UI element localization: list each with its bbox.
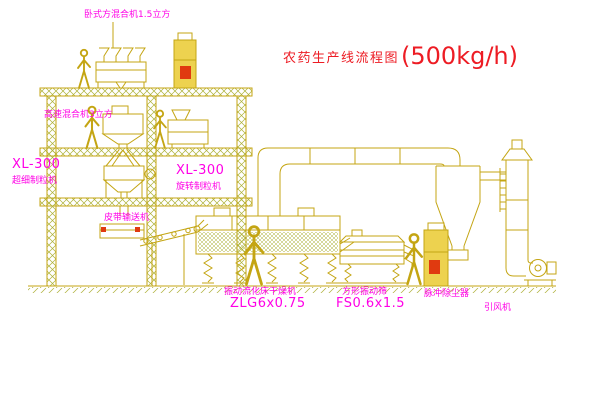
person-figure-1 xyxy=(77,48,91,89)
ground-line xyxy=(28,285,556,293)
label-granulator-left-model: XL-300 xyxy=(12,157,61,172)
bucket-elevator-2-drawing xyxy=(419,222,453,287)
label-granulator-right-name: 旋转制粒机 xyxy=(176,182,222,192)
label-square-sieve: 方形振动筛 xyxy=(342,287,388,297)
label-fluid-bed-dryer: 振动流化床干燥机 xyxy=(224,287,297,297)
granulator-right-drawing xyxy=(167,109,209,148)
label-dust-collector: 脉冲除尘器 xyxy=(424,289,470,299)
title-capacity: (500kg/h) xyxy=(401,42,518,70)
label-horizontal-mixer: 卧式方混合机1.5立方 xyxy=(84,10,171,20)
label-fluid-bed-dryer-model: ZLG6x0.75 xyxy=(230,296,306,311)
vibrating-sieve-drawing xyxy=(336,229,415,284)
label-high-speed-mixer: 高速混合机3立方 xyxy=(44,110,113,120)
cyclone-separator-drawing xyxy=(435,165,506,261)
label-square-sieve-model: FS0.6x1.5 xyxy=(336,296,406,311)
granulator-left-drawing xyxy=(102,165,156,198)
bucket-elevator-1-drawing xyxy=(169,32,201,89)
title-text: 农药生产线流程图 xyxy=(283,50,400,66)
label-belt-conveyor: 皮带输送机 xyxy=(104,213,150,223)
person-figure-5 xyxy=(404,233,424,286)
exhaust-duct-drawing xyxy=(257,147,461,216)
label-granulator-left-name: 超细制粒机 xyxy=(12,176,58,186)
label-granulator-right-model: XL-300 xyxy=(176,163,225,178)
fluid-bed-dryer-drawing xyxy=(195,207,355,284)
high-speed-mixer-drawing xyxy=(101,105,145,167)
induced-draft-fan-drawing xyxy=(524,259,557,286)
label-induced-draft-fan: 引风机 xyxy=(484,303,512,313)
belt-conveyor-drawing xyxy=(99,206,209,285)
dust-collector-stack-drawing xyxy=(499,139,533,277)
diagram-title: 农药生产线流程图 (500kg/h) xyxy=(283,42,518,70)
building-structure xyxy=(39,87,253,287)
horizontal-mixer-drawing xyxy=(95,22,147,89)
